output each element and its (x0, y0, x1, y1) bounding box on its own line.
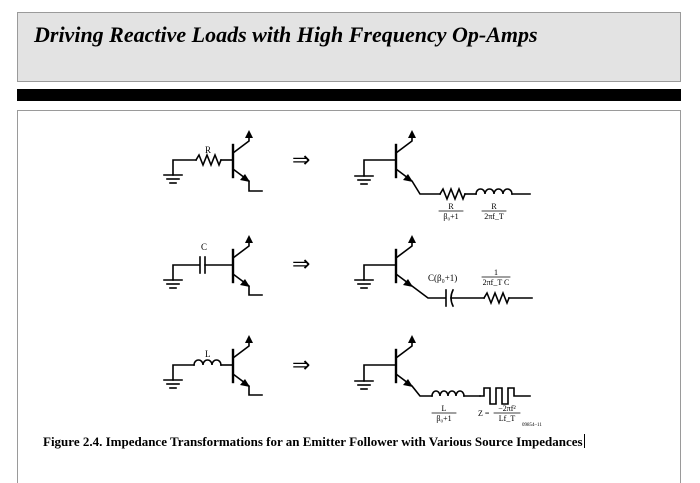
page-title: Driving Reactive Loads with High Frequen… (34, 22, 538, 47)
svg-text:−2πf²: −2πf² (498, 404, 516, 413)
row2-c-label: C(β₀+1) (428, 273, 457, 283)
resistor-icon (194, 152, 223, 168)
svg-text:R: R (491, 202, 497, 211)
row1-output-circuit: R β₀+1 R 2πf_T (354, 130, 531, 221)
svg-text:Z =: Z = (478, 409, 490, 418)
arrow-up-icon (408, 335, 416, 343)
ground-icon (354, 380, 374, 390)
resistor-icon (438, 186, 467, 202)
figure-caption: Figure 2.4. Impedance Transformations fo… (43, 434, 585, 449)
ground-icon (163, 279, 183, 289)
svg-text:L: L (442, 404, 447, 413)
inductor-icon (193, 359, 222, 366)
row3-input-circuit: L (163, 335, 263, 396)
arrow-up-icon (245, 130, 253, 138)
ground-icon (163, 379, 183, 389)
header-divider-bar (17, 89, 681, 101)
svg-text:2πf_T C: 2πf_T C (483, 278, 510, 287)
ground-icon (163, 174, 183, 184)
ground-icon (354, 279, 374, 289)
arrow-up-icon (408, 235, 416, 243)
figure-frame (17, 110, 681, 483)
svg-text:2πf_T: 2πf_T (484, 212, 504, 221)
row1-source-label: R (205, 145, 211, 155)
row3-output-circuit: L β₀+1 Z = −2πf² Lf_T 09854–11 (354, 335, 542, 428)
inductor-icon (475, 188, 513, 195)
figure-code: 09854–11 (522, 423, 542, 428)
svg-text:β₀+1: β₀+1 (436, 414, 451, 423)
resistor-icon (482, 290, 511, 306)
fdnr-icon (479, 387, 531, 405)
text-cursor (583, 434, 585, 448)
row2-source-label: C (201, 242, 207, 252)
svg-text:R: R (448, 202, 454, 211)
transform-arrow: ⇒ (292, 352, 310, 377)
arrow-up-icon (245, 335, 253, 343)
transform-arrow: ⇒ (292, 251, 310, 276)
svg-text:Lf_T: Lf_T (499, 414, 516, 423)
header-banner: Driving Reactive Loads with High Frequen… (17, 12, 681, 82)
svg-text:1: 1 (494, 268, 498, 277)
row3-source-label: L (205, 349, 211, 359)
svg-text:β₀+1: β₀+1 (443, 212, 458, 221)
transform-arrow: ⇒ (292, 147, 310, 172)
row2-input-circuit: C (163, 235, 263, 296)
ground-icon (354, 175, 374, 185)
arrow-up-icon (408, 130, 416, 138)
arrow-up-icon (245, 235, 253, 243)
row2-output-circuit: C(β₀+1) 1 2πf_T C (354, 235, 533, 308)
row1-input-circuit: R (163, 130, 263, 192)
inductor-icon (431, 390, 465, 397)
